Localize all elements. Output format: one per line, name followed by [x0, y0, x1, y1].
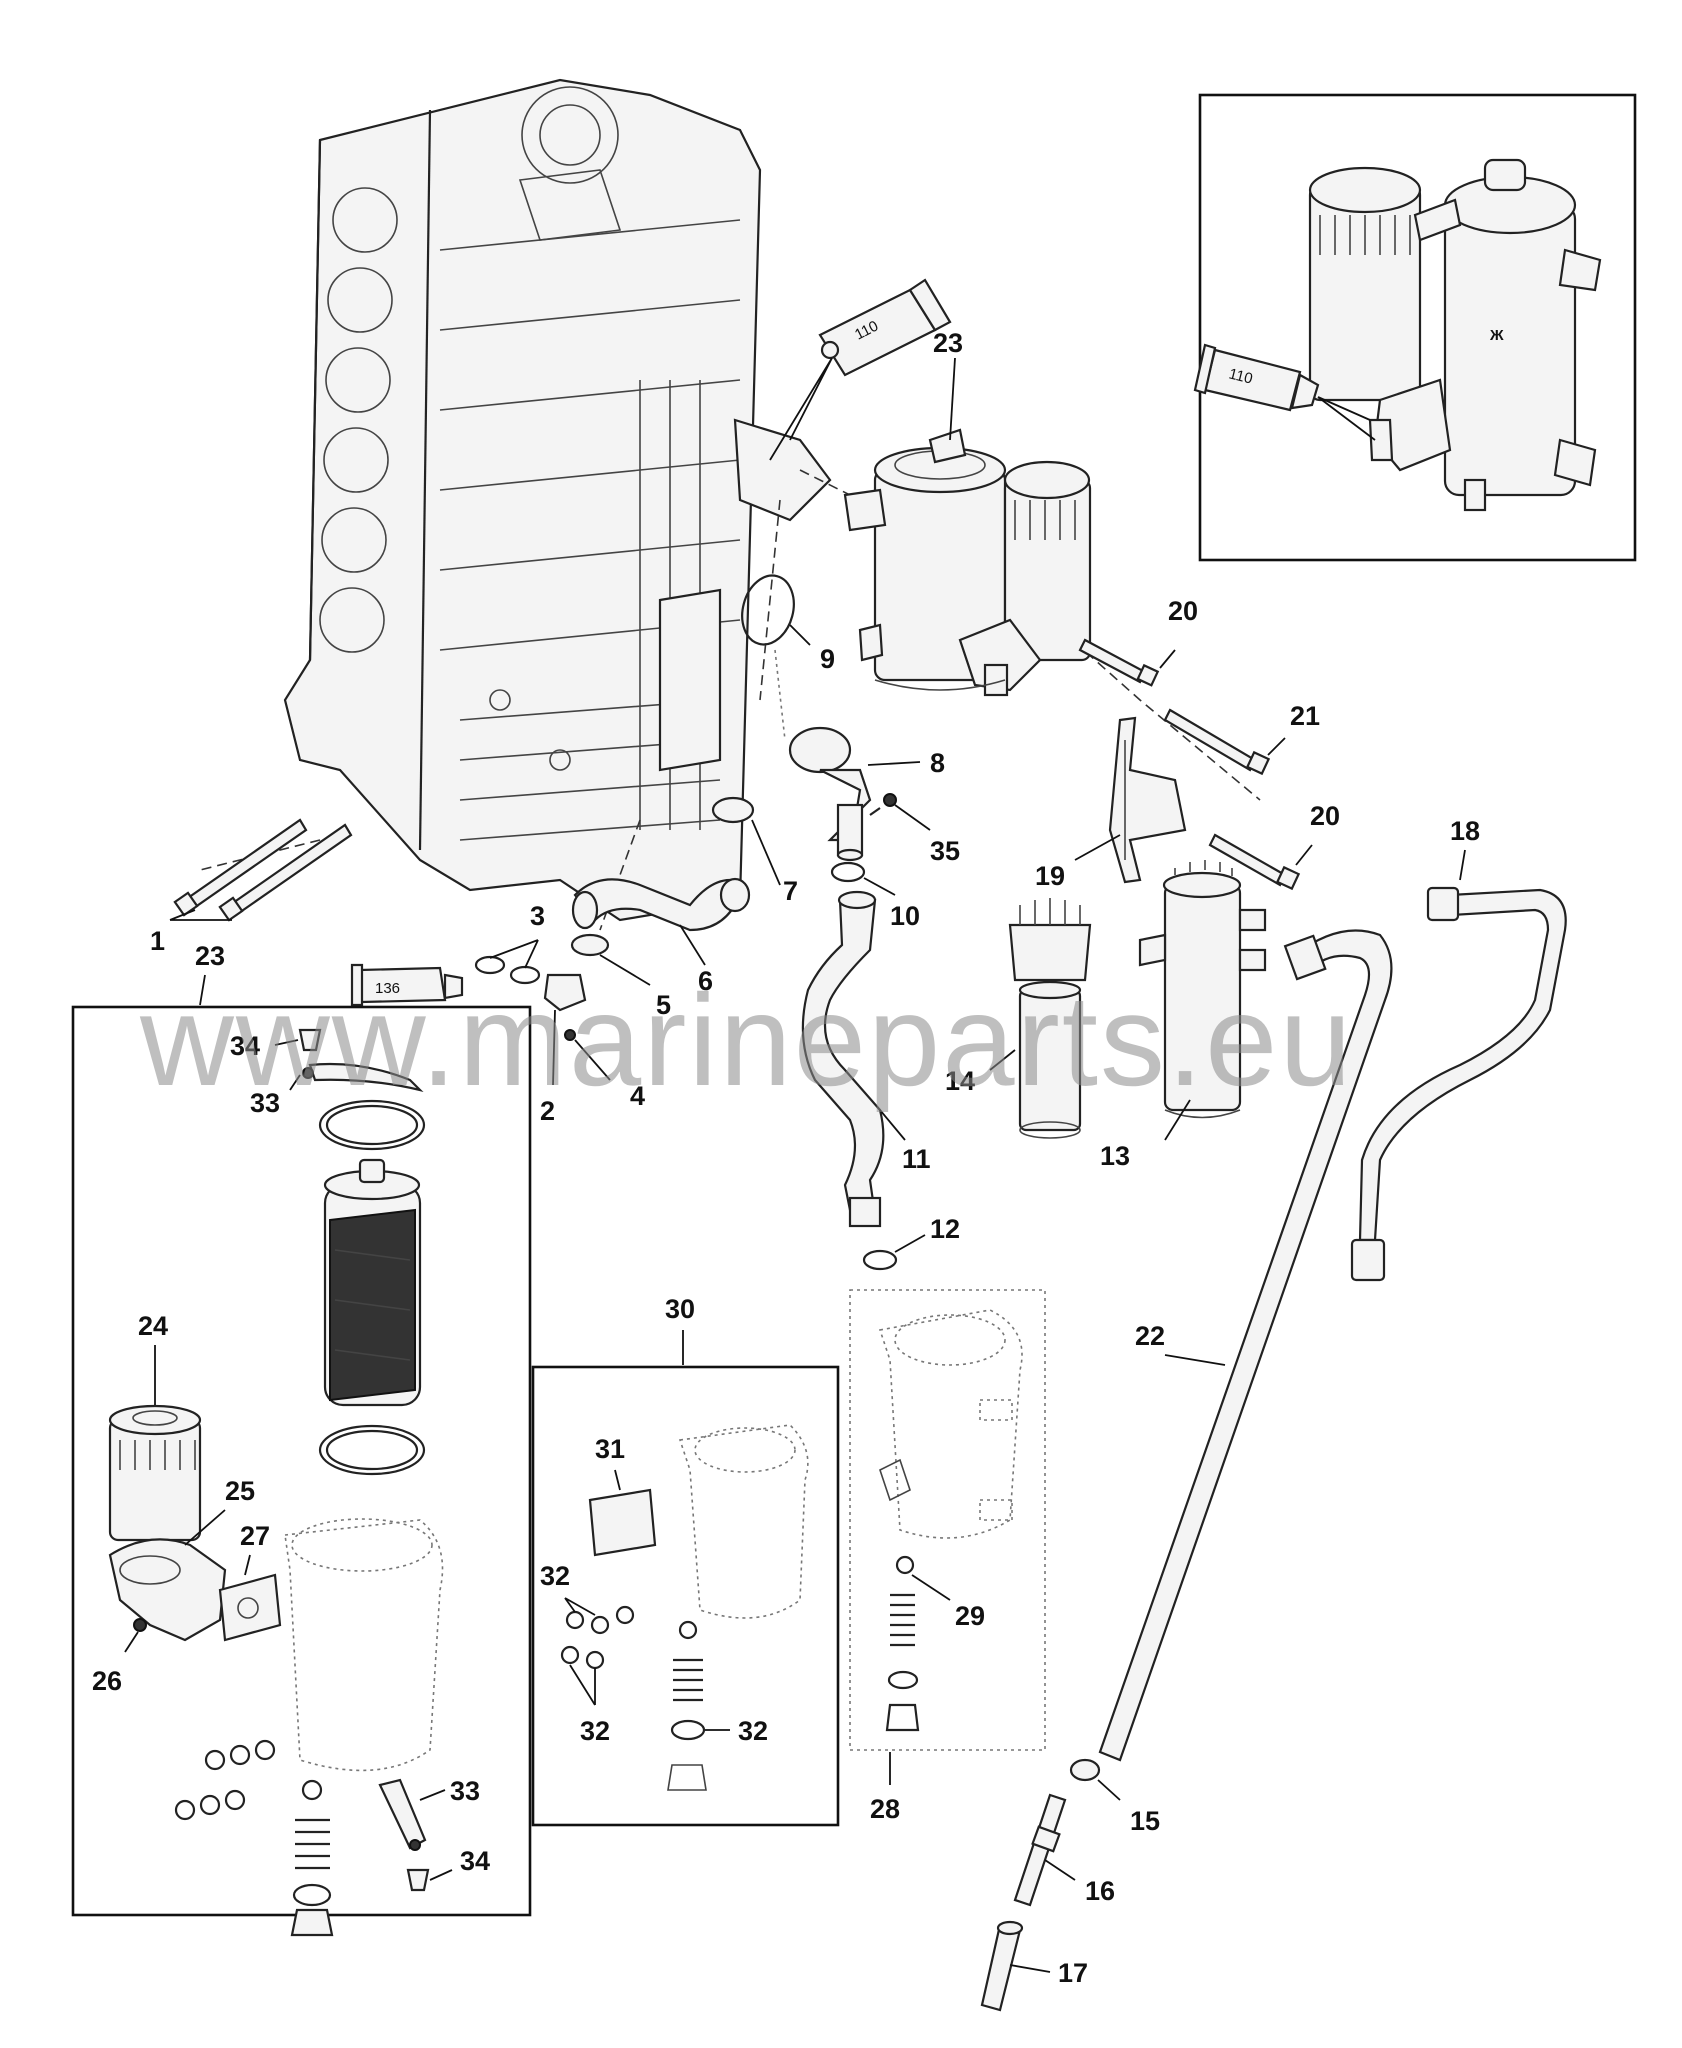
callout-31: 31 [595, 1434, 625, 1464]
callout-2: 2 [540, 1096, 555, 1126]
service-kit-box-30 [531, 1365, 840, 1827]
callout-23: 23 [933, 328, 963, 358]
sealant-tube: 110 [769, 278, 952, 461]
callout-32: 32 [540, 1561, 570, 1591]
callout-13: 13 [1100, 1141, 1130, 1171]
inset-cooler-detail: Ж [1308, 158, 1602, 512]
lubricant-tube: 136 [350, 963, 464, 1007]
callout-1: 1 [150, 926, 165, 956]
inset-housing-marking: Ж [1489, 327, 1504, 344]
o-ring-9: 9 [741, 574, 835, 674]
callout-16: 16 [1085, 1876, 1115, 1906]
bolt-20-upper: 20 [1078, 596, 1198, 687]
callout-18: 18 [1450, 816, 1480, 846]
bolt-1-pair [169, 818, 353, 922]
callout-4: 4 [630, 1081, 645, 1111]
inset-sealant-tube: 110 [1193, 343, 1376, 441]
inset-detail-box [1198, 93, 1637, 562]
fitting-16: 16 [1013, 1793, 1115, 1907]
callout-33: 33 [450, 1776, 480, 1806]
clamp-15: 15 [1069, 1758, 1160, 1836]
callout-23: 23 [195, 941, 225, 971]
hose-18: 18 [1350, 816, 1567, 1282]
bolt-20-lower: 20 [1208, 801, 1340, 891]
callout-14: 14 [945, 1066, 975, 1096]
clamp-7: 7 [711, 796, 798, 906]
fitting-17: 17 [980, 1920, 1088, 2012]
callout-33: 33 [250, 1088, 280, 1118]
callout-8: 8 [930, 748, 945, 778]
callout-9: 9 [820, 644, 835, 674]
callout-28: 28 [870, 1794, 900, 1824]
callout-19: 19 [1035, 861, 1065, 891]
callout-32: 32 [580, 1716, 610, 1746]
filter-housing-13: 13 [1100, 860, 1267, 1171]
fitting-2: 3 2 4 [474, 901, 645, 1126]
watermark: www.marineparts.eu [139, 967, 1354, 1113]
callout-12: 12 [930, 1214, 960, 1244]
callout-29: 29 [955, 1601, 985, 1631]
callout-5: 5 [656, 990, 671, 1020]
screw-35: 35 [869, 793, 960, 866]
filter-element-14: 14 [945, 898, 1092, 1139]
callout-30: 30 [665, 1294, 695, 1324]
fuel-cooler-assembly [843, 428, 1092, 697]
hose-11: 10 11 12 [801, 861, 960, 1271]
callout-35: 35 [930, 836, 960, 866]
callout-21: 21 [1290, 701, 1320, 731]
callout-34: 34 [460, 1846, 490, 1876]
callout-15: 15 [1130, 1806, 1160, 1836]
callout-26: 26 [92, 1666, 122, 1696]
callout-22: 22 [1135, 1321, 1165, 1351]
callout-32: 32 [738, 1716, 768, 1746]
callout-25: 25 [225, 1476, 255, 1506]
inset-sealant-tube-label: 110 [1227, 365, 1254, 387]
callout-10: 10 [890, 901, 920, 931]
cooler-housing-28: 29 28 [849, 1289, 1046, 1824]
bracket-19: 19 [1035, 716, 1187, 891]
callout-3: 3 [530, 901, 545, 931]
callout-24: 24 [138, 1311, 168, 1341]
callout-7: 7 [783, 876, 798, 906]
kit-23-contents: 34 33 24 25 26 27 [92, 1028, 490, 1937]
callout-11: 11 [902, 1144, 931, 1174]
kit-30-contents: 31 32 32 32 [540, 1424, 809, 1791]
callout-27: 27 [240, 1521, 270, 1551]
callout-20: 20 [1310, 801, 1340, 831]
drain-pipe-22: 22 [1098, 929, 1393, 1762]
bolt-21: 21 [1163, 701, 1320, 776]
callout-6: 6 [698, 966, 713, 996]
callout-34: 34 [230, 1031, 260, 1061]
lubricant-tube-label: 136 [375, 980, 400, 997]
callout-17: 17 [1058, 1958, 1088, 1988]
callout-20: 20 [1168, 596, 1198, 626]
hose-6: 6 [571, 877, 751, 996]
clamp-5: 5 [570, 933, 671, 1020]
engine-block [283, 78, 832, 922]
fitting-8: 8 [788, 726, 945, 862]
